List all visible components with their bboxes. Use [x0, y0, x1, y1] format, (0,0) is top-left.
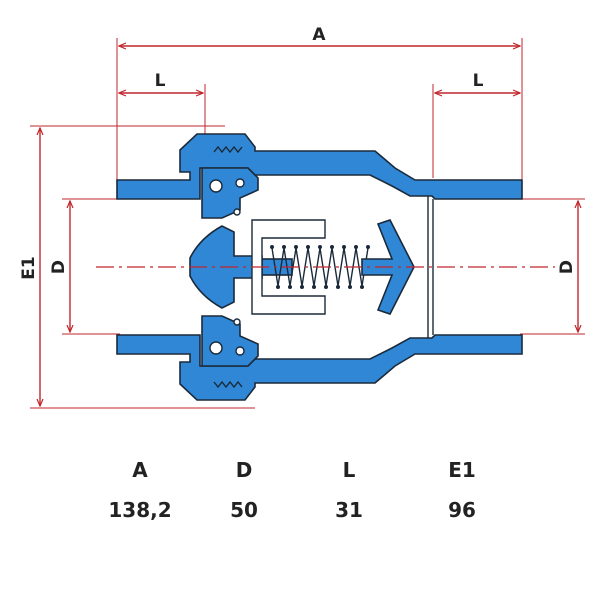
spring [270, 245, 370, 289]
dimension-d-left-label: D [49, 260, 69, 274]
dimensions-table: A D L E1 138,2 50 31 96 [0, 440, 600, 540]
table-value-a: 138,2 [108, 498, 172, 522]
table-value-e1: 96 [448, 498, 476, 522]
o-ring-bottom [209, 341, 223, 355]
o-ring-top [209, 179, 223, 193]
guide-cage [251, 219, 326, 315]
dimension-a: A [116, 25, 523, 180]
table-header-d: D [235, 458, 253, 482]
o-ring-top-inner [235, 178, 245, 188]
table-header-e1: E1 [448, 458, 476, 482]
dimension-e1-label: E1 [19, 256, 39, 279]
dimension-l-right: L [432, 71, 520, 178]
o-ring-bottom-inner [235, 346, 245, 356]
dimension-d-right: D [520, 198, 585, 335]
dimension-l-left-label: L [155, 71, 166, 91]
dimension-a-label: A [312, 25, 326, 45]
dimension-d-right-label: D [557, 260, 577, 274]
dimension-d-left: D [49, 198, 120, 335]
table-header-a: A [132, 458, 148, 482]
table-value-l: 31 [335, 498, 363, 522]
check-valve-section-drawing: A L L E1 D D [19, 25, 585, 409]
dimension-l-right-label: L [473, 71, 484, 91]
table-header-l: L [342, 458, 356, 482]
seat-carrier [201, 167, 259, 367]
dimension-e1: E1 [19, 125, 255, 409]
table-value-d: 50 [230, 498, 258, 522]
